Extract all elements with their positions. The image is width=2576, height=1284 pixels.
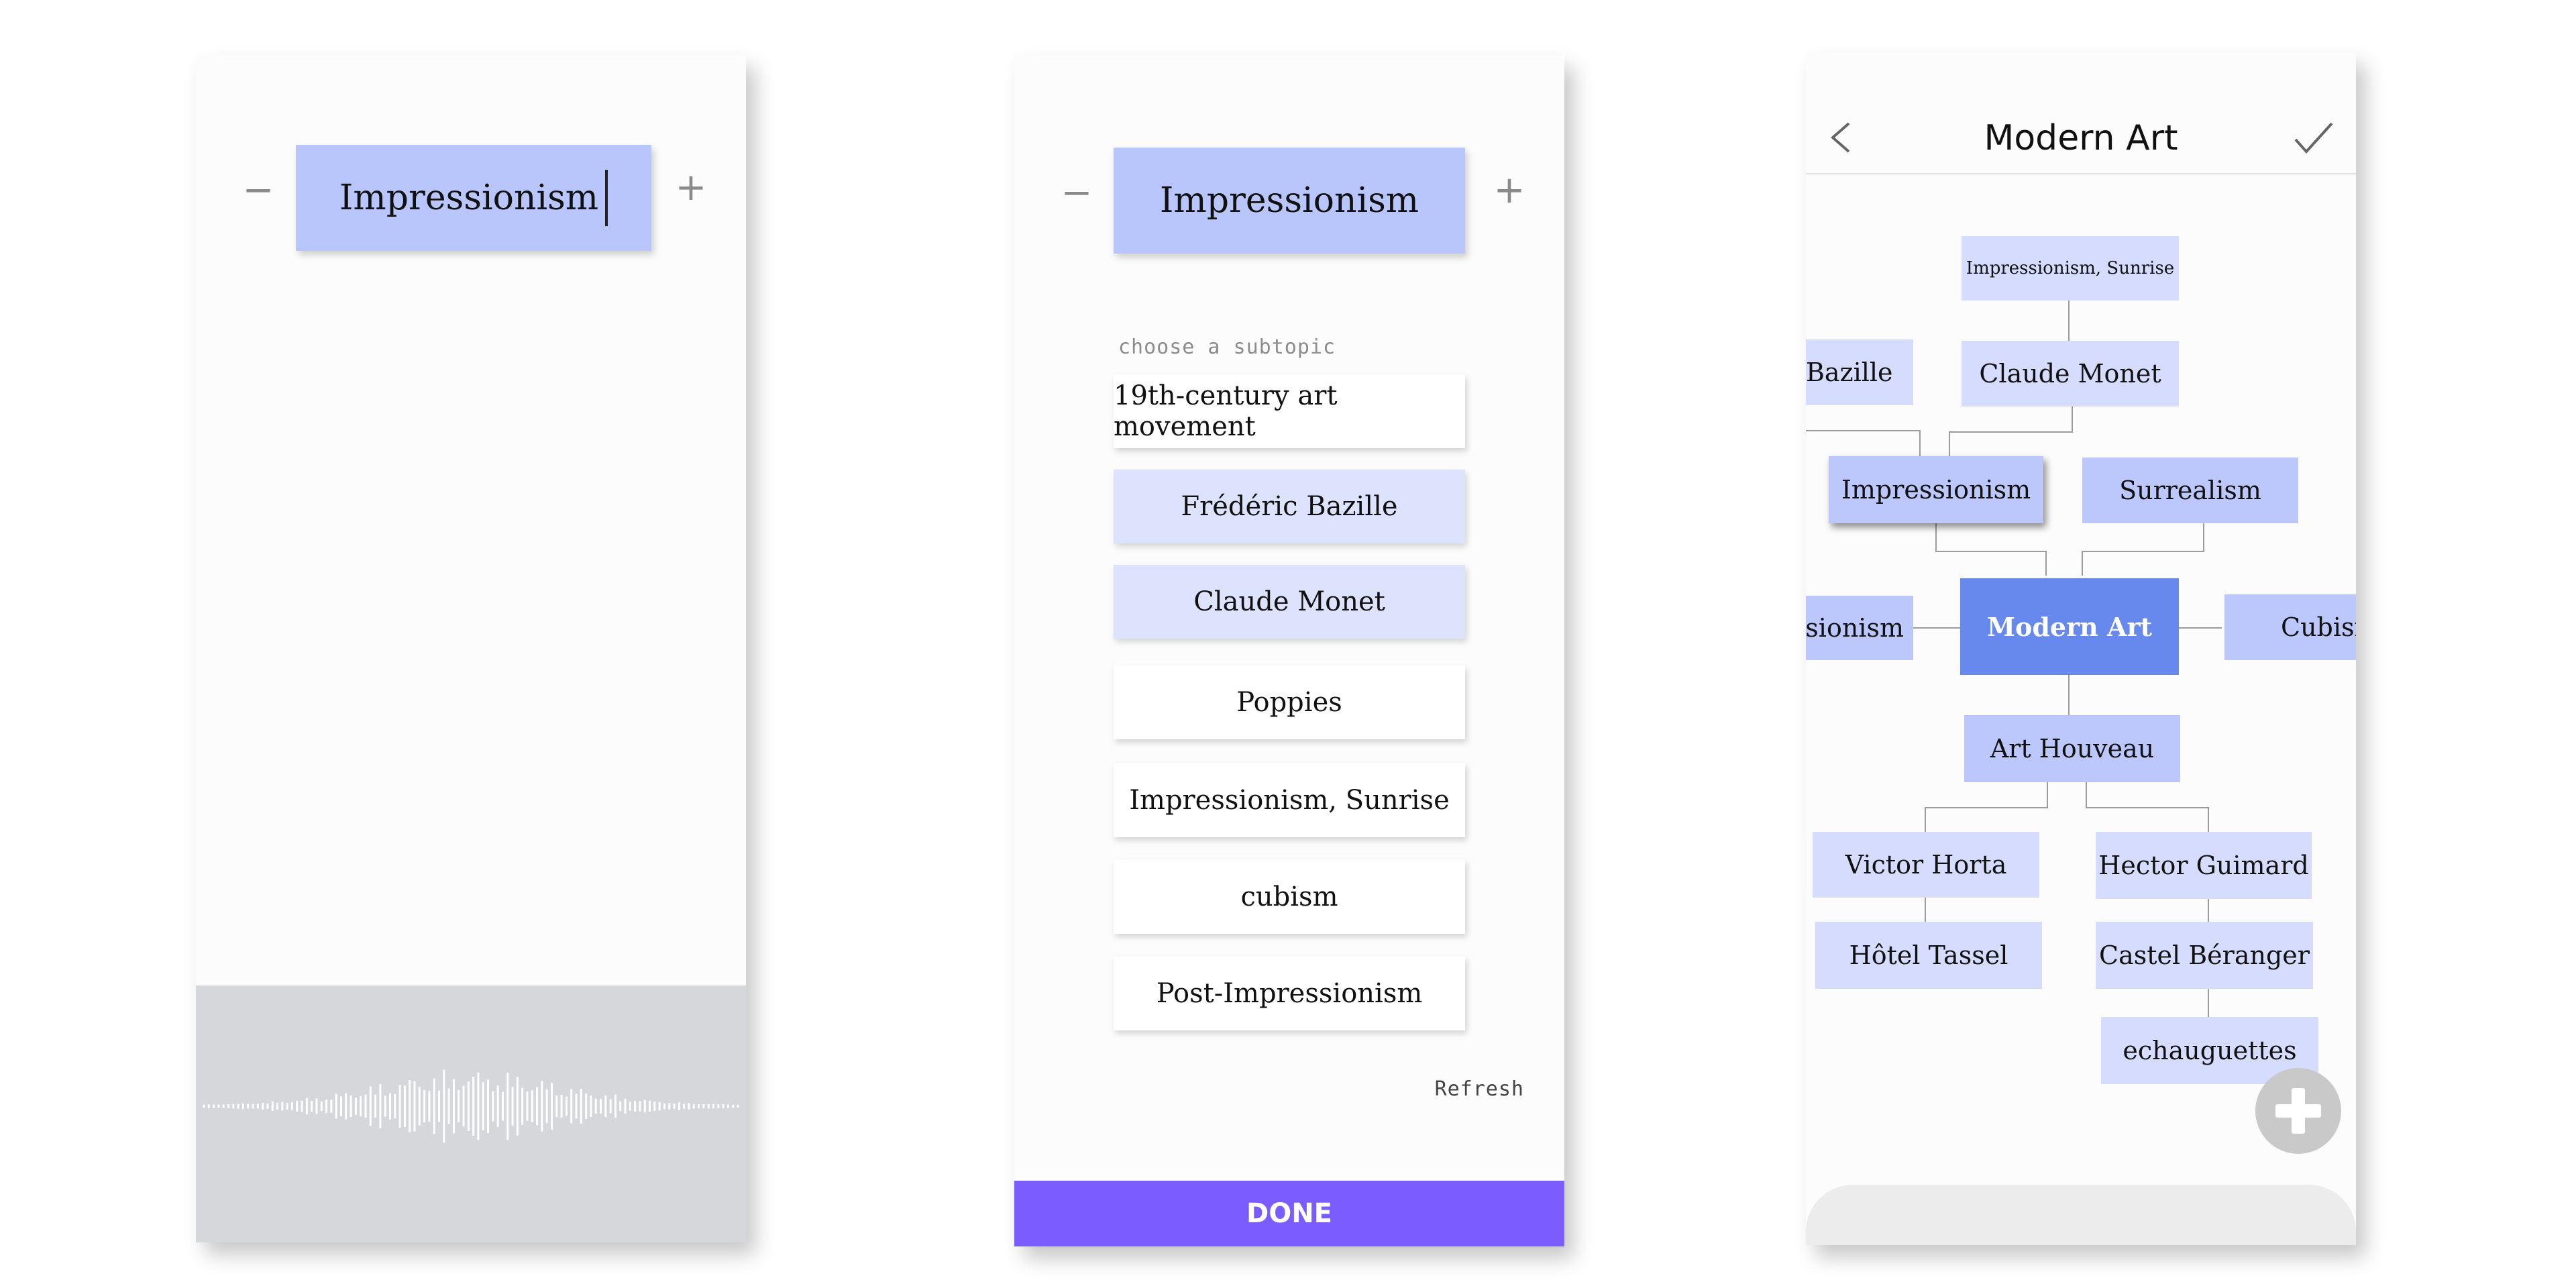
node-cubism-partial[interactable]: Cubism <box>2224 594 2356 660</box>
bottom-sheet[interactable] <box>1806 1185 2356 1245</box>
topic-box[interactable]: Impressionism <box>1114 148 1465 254</box>
waveform-icon <box>203 1069 739 1143</box>
minus-button[interactable]: − <box>1061 171 1093 215</box>
voice-input-panel <box>196 985 746 1242</box>
text-cursor <box>605 170 608 226</box>
topic-input-text: Impressionism <box>339 178 599 218</box>
plus-button[interactable]: + <box>1493 168 1525 212</box>
topic-row: − Impressionism + <box>196 55 746 256</box>
mind-map-canvas[interactable]: Impressionism, Sunrise Bazille Claude Mo… <box>1806 52 2356 1245</box>
node-bazille[interactable]: Bazille <box>1806 339 1913 405</box>
subtopic-option[interactable]: cubism <box>1114 860 1465 934</box>
node-modern-art[interactable]: Modern Art <box>1960 578 2179 675</box>
node-impressionism-sunrise[interactable]: Impressionism, Sunrise <box>1962 236 2179 301</box>
node-art-houveau[interactable]: Art Houveau <box>1964 715 2180 782</box>
node-surrealism[interactable]: Surrealism <box>2082 458 2298 523</box>
node-hector-guimard[interactable]: Hector Guimard <box>2096 832 2312 899</box>
subtopic-option[interactable]: Post-Impressionism <box>1114 957 1465 1030</box>
node-hotel-tassel[interactable]: Hôtel Tassel <box>1815 922 2042 989</box>
mind-map-screen: Impressionism, Sunrise Bazille Claude Mo… <box>1806 52 2356 1245</box>
subtopic-option[interactable]: Poppies <box>1114 665 1465 739</box>
node-claude-monet[interactable]: Claude Monet <box>1962 341 2179 407</box>
subtopic-option[interactable]: Frédéric Bazille <box>1114 470 1465 543</box>
minus-button[interactable]: − <box>242 168 274 212</box>
done-button[interactable]: DONE <box>1014 1181 1564 1246</box>
map-title: Modern Art <box>1984 118 2178 158</box>
topic-text: Impressionism <box>1159 180 1419 221</box>
subtopic-screen: − Impressionism + choose a subtopic 19th… <box>1014 55 1564 1246</box>
topic-entry-screen: − Impressionism + <box>196 55 746 1242</box>
subtopic-option[interactable]: 19th-century art movement <box>1114 374 1465 448</box>
node-castel-beranger[interactable]: Castel Béranger <box>2096 922 2313 989</box>
map-header: Modern Art <box>1806 52 2356 174</box>
subtopic-option[interactable]: Claude Monet <box>1114 565 1465 639</box>
connector-lines <box>1806 301 2222 1017</box>
node-impressionism[interactable]: Impressionism <box>1829 456 2043 523</box>
topic-input[interactable]: Impressionism <box>296 145 651 251</box>
plus-button[interactable]: + <box>675 166 707 209</box>
add-node-button[interactable] <box>2255 1068 2341 1154</box>
subtopic-option[interactable]: Impressionism, Sunrise <box>1114 763 1465 837</box>
back-chevron-icon[interactable] <box>1827 121 1854 154</box>
subtopic-prompt: choose a subtopic <box>1118 335 1336 359</box>
plus-icon <box>2275 1088 2321 1134</box>
refresh-link[interactable]: Refresh <box>1434 1077 1524 1101</box>
checkmark-icon[interactable] <box>2293 121 2334 154</box>
node-victor-horta[interactable]: Victor Horta <box>1813 832 2039 898</box>
node-post-impressionism-partial[interactable]: sionism <box>1806 596 1913 660</box>
